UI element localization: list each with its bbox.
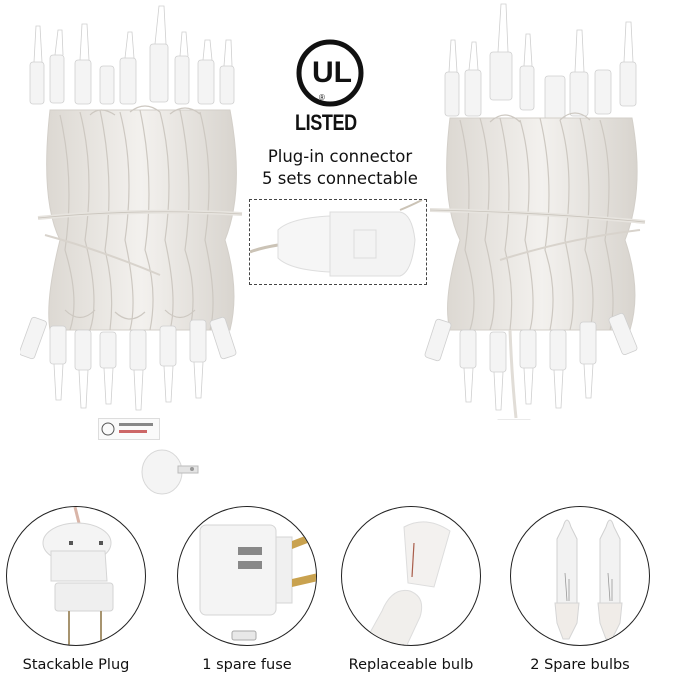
replaceable-bulb-icon (362, 521, 451, 645)
plug-in-connector-icon (249, 199, 423, 277)
product-tag (98, 418, 160, 440)
connector-caption-line2: 5 sets connectable (262, 169, 418, 188)
feature-circle-spare-bulbs (510, 506, 650, 646)
light-string-bundle-icon (424, 3, 646, 420)
ul-tag-icon (101, 422, 153, 436)
connector-caption-line1: Plug-in connector (267, 147, 413, 166)
svg-text:®: ® (319, 93, 325, 102)
right-light-string-bundle (420, 0, 660, 420)
stackable-plug-icon (42, 507, 114, 645)
plug-end (138, 448, 200, 498)
plug-icon (141, 449, 199, 495)
light-string-bundle-icon (20, 5, 243, 411)
feature-circle-stackable-plug (6, 506, 146, 646)
spare-bulbs-icon (554, 519, 623, 640)
connector-callout-box (249, 199, 427, 285)
feature-label-replaceable-bulb: Replaceable bulb (348, 657, 474, 673)
feature-label-stackable-plug: Stackable Plug (22, 657, 130, 673)
feature-label-spare-bulbs: 2 Spare bulbs (530, 657, 630, 673)
ul-logo-icon: UL ® (296, 39, 364, 107)
left-light-string-bundle (20, 0, 260, 420)
feature-circle-replaceable-bulb (341, 506, 481, 646)
spare-fuse-icon (199, 524, 316, 641)
ul-listed-label: LISTED (295, 110, 357, 135)
svg-text:UL: UL (312, 56, 352, 89)
feature-label-spare-fuse: 1 spare fuse (202, 657, 292, 673)
feature-circle-spare-fuse (177, 506, 317, 646)
ul-listed-logo: UL ® (295, 38, 365, 108)
connector-caption: Plug-in connector 5 sets connectable (240, 146, 440, 190)
